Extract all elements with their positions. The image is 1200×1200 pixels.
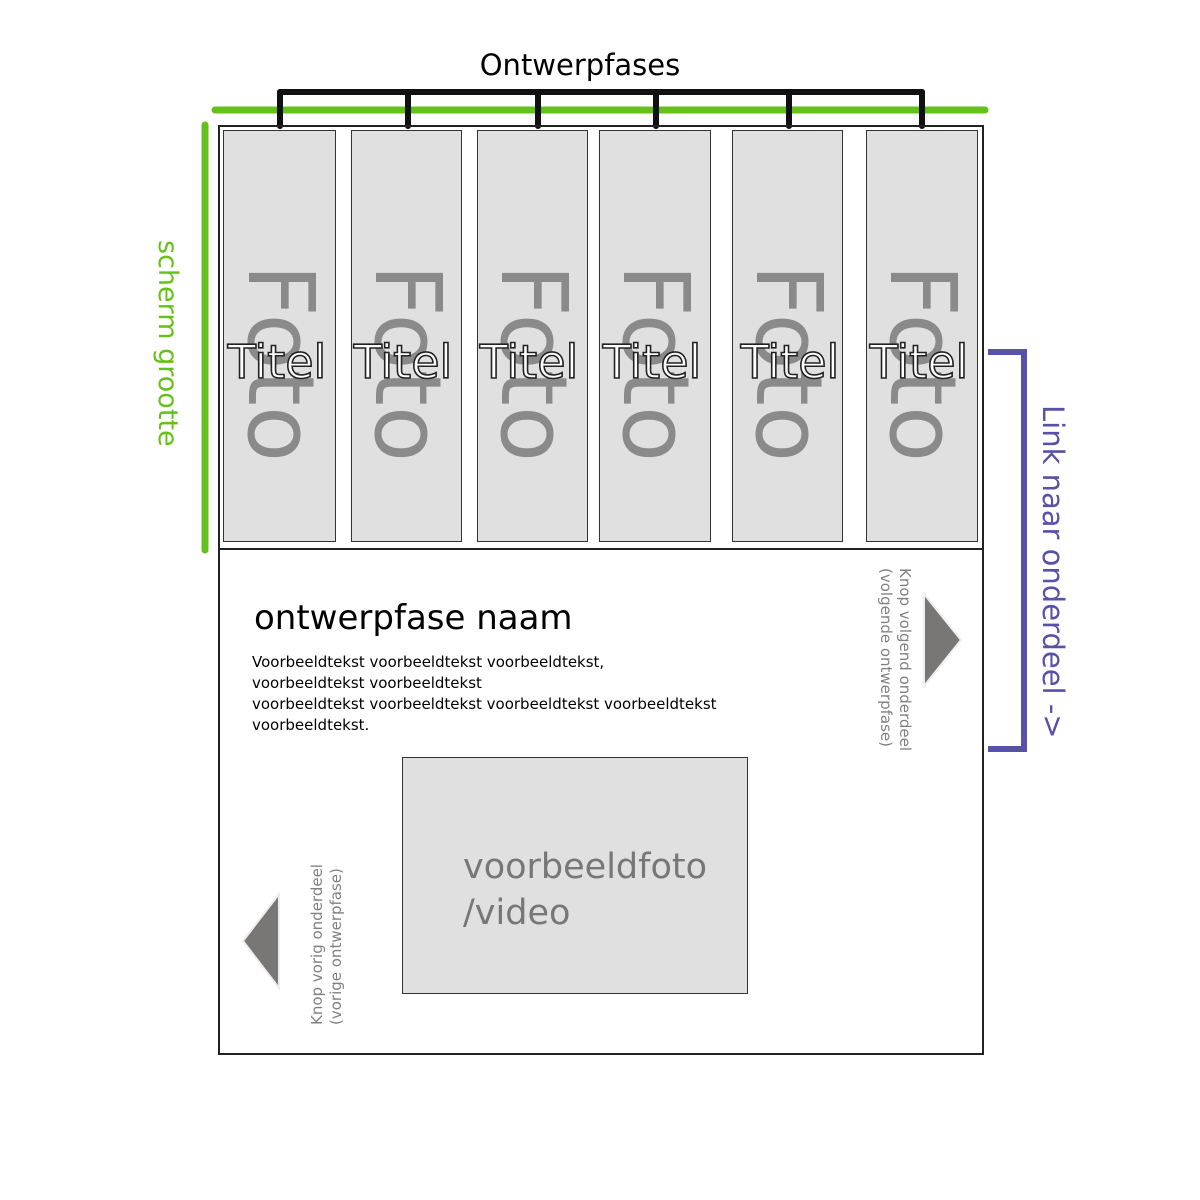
phase-column-2[interactable]: Foto — [351, 130, 462, 542]
phase-column-5[interactable]: Foto — [732, 130, 843, 542]
next-button-note[interactable]: Knop volgend onderdeel (volgende ontwerp… — [877, 568, 914, 752]
next-arrow-icon — [923, 591, 963, 689]
screen-size-label: scherm grootte — [152, 240, 183, 447]
media-placeholder[interactable]: voorbeeldfoto /video — [402, 757, 748, 994]
phases-bracket — [277, 89, 925, 129]
link-label: Link naar onderdeel -> — [1036, 405, 1070, 739]
phase-column-6[interactable]: Foto — [866, 130, 978, 542]
phase-title-6: Titel — [869, 334, 969, 390]
phase-title-5: Titel — [740, 334, 840, 390]
phase-title-1: Titel — [227, 334, 327, 390]
phase-column-4[interactable]: Foto — [599, 130, 711, 542]
prev-arrow-icon — [241, 891, 280, 991]
phase-column-1[interactable]: Foto — [223, 130, 336, 542]
phases-label: Ontwerpfases — [479, 48, 681, 82]
phase-title-2: Titel — [353, 334, 453, 390]
section-divider — [218, 548, 984, 550]
phase-description: Voorbeeldtekst voorbeeldtekst voorbeeldt… — [252, 653, 717, 734]
phase-name-heading: ontwerpfase naam — [254, 598, 573, 638]
screen-frame — [218, 125, 984, 1055]
link-bracket — [988, 349, 1027, 752]
phase-title-4: Titel — [602, 334, 702, 390]
phase-column-3[interactable]: Foto — [477, 130, 588, 542]
prev-button-note[interactable]: Knop vorig onderdeel (vorige ontwerpfase… — [308, 864, 345, 1025]
media-label: voorbeeldfoto /video — [463, 847, 708, 933]
phase-title-3: Titel — [479, 334, 579, 390]
